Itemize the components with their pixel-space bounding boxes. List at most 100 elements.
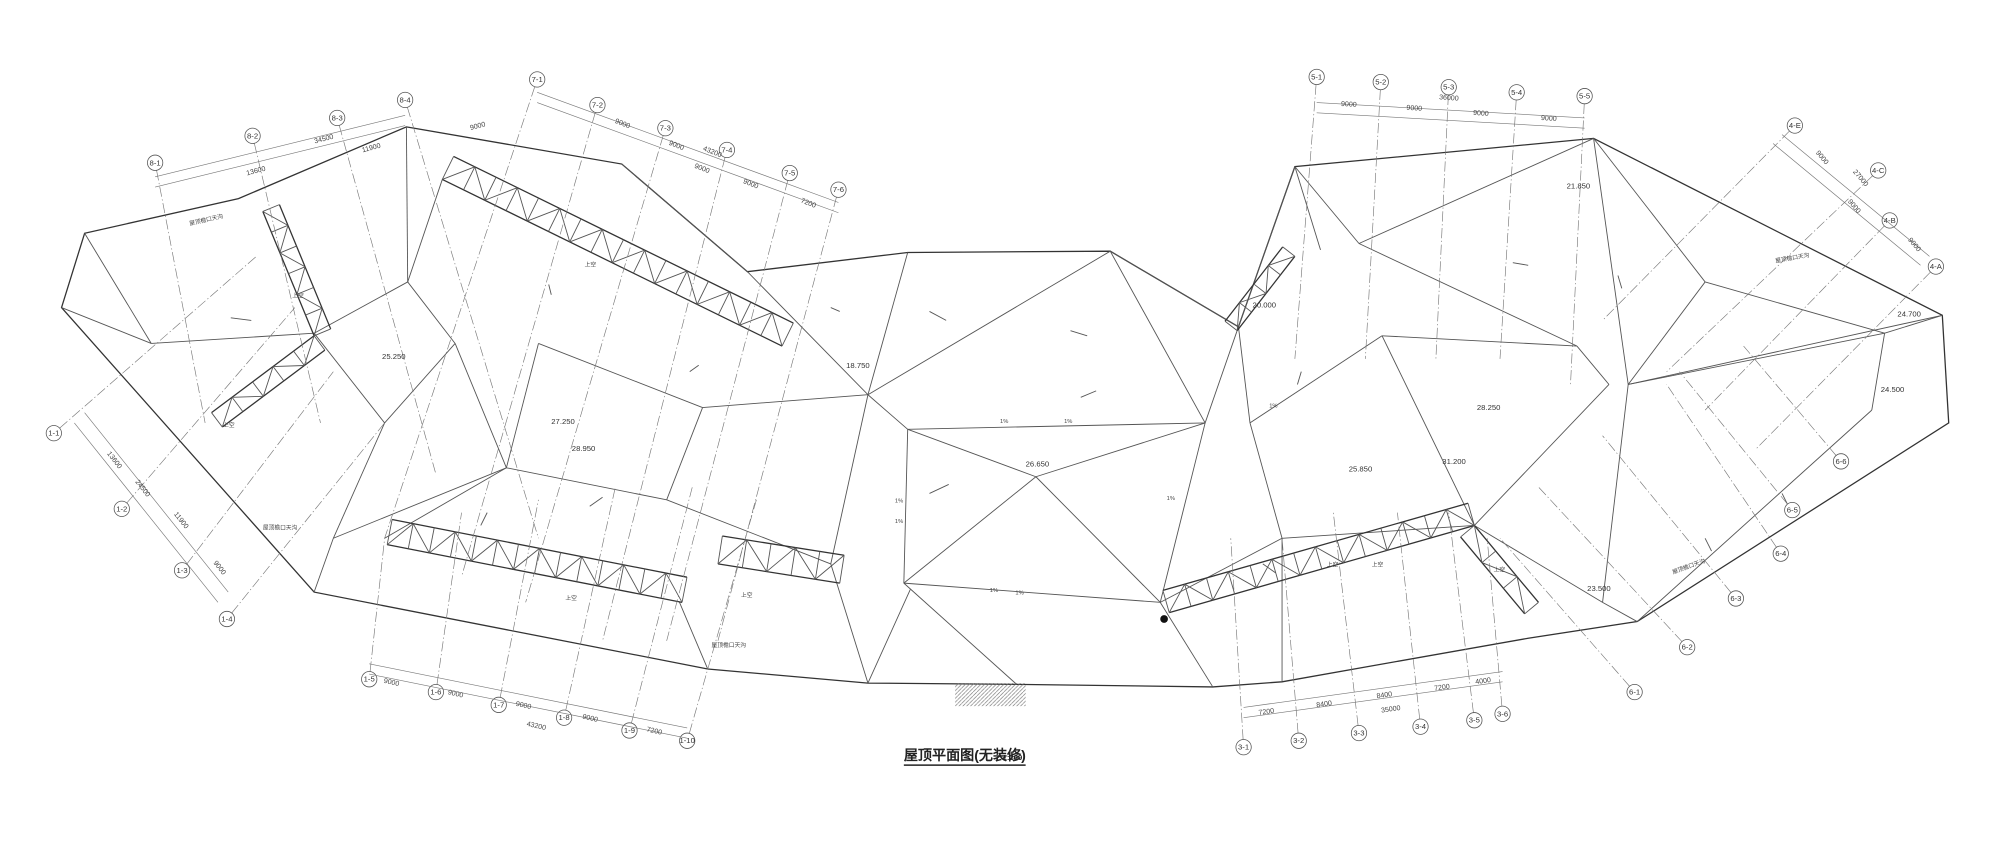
axis-label: 1-2 [116,504,127,513]
truss-post [1184,584,1192,607]
truss-diagonal [623,564,641,595]
roof-ridge-line [666,407,703,500]
truss-post [569,218,582,243]
axis-8-2: 8-2 [244,127,321,423]
axis-label: 1-4 [221,615,233,624]
truss-diagonal [766,547,796,572]
slope-label: 1% [895,519,903,525]
truss-post [696,281,709,305]
slope-labels: 1% 1% 1% 1% 1% 1% 1% 1% [895,404,1278,597]
axis-line [436,512,462,685]
void-note: 上空 [585,261,597,269]
truss-chord [221,349,326,428]
axis-line [565,486,616,711]
slope-arrow [1297,371,1302,385]
truss-post [386,519,393,545]
axis-bubble [657,120,674,137]
roof-ridge-line [666,499,831,565]
truss-post [618,564,625,591]
roof-ridge-line [1109,250,1206,424]
roof-ridge-line [333,467,507,539]
roof-ridge-line [1294,166,1321,251]
dimension-label: 9000 [447,689,464,699]
truss-diagonal [559,208,571,243]
axis-bubble [147,154,164,171]
roof-ridge-line [1474,525,1603,603]
roof-ridge-line [1576,345,1610,385]
truss-post [766,543,772,572]
truss-post [441,156,455,180]
axis-label: 5-3 [1443,83,1454,92]
axis-label: 1-9 [624,726,635,735]
truss-diagonal [279,252,306,268]
dimension-line [155,125,406,188]
dimension-label: 24500 [133,479,151,499]
dimension-line [155,115,406,178]
axis-line [1743,345,1837,456]
axis-label: 7-3 [660,124,671,133]
axis-line [717,197,837,641]
roof-ridge-line [1282,525,1475,539]
truss-chord [211,335,315,414]
dimension-label: 9000 [1341,101,1357,109]
truss-diagonal [262,366,274,397]
axis-label: 8-1 [150,158,161,167]
axis-label: 1-1 [48,429,59,438]
axis-line [59,256,257,429]
roof-ridge-line [332,422,386,539]
axis-5-1: 5-1 [1294,68,1325,359]
truss-diagonal [429,531,456,554]
axis-bubble [1727,590,1744,607]
truss-post [262,204,280,212]
axis-label: 8-4 [400,95,412,104]
roof-ridge-line [1628,314,1943,385]
truss-post [717,291,731,315]
truss-diagonal [795,547,816,580]
axis-label: 1-10 [679,736,694,745]
slope-label: 1% [1000,419,1008,425]
truss-post [839,555,845,584]
axis-8-1: 8-1 [147,154,206,423]
elevation-label: 21.850 [1567,181,1591,190]
axis-label: 1-8 [559,713,570,722]
truss-post [279,245,297,254]
axis-label: 6-3 [1730,594,1741,603]
truss-post [741,539,748,568]
truss-diagonal [412,523,430,554]
roof-ridge-line [151,332,315,344]
truss-diagonal [581,556,599,587]
dimension-label: 11900 [361,143,381,155]
axis-line [1602,435,1732,593]
void-note: 上空 [1494,566,1506,574]
truss-diagonal [442,166,475,180]
axis-1-7: 1-7 [490,499,539,713]
truss [262,204,332,337]
elevation-label: 31.200 [1442,457,1466,466]
roof-ridge-line [84,233,152,344]
roof-ridge-line [384,467,507,539]
axis-6-6: 6-6 [1743,345,1850,470]
axis-line [1756,271,1931,449]
truss-post [660,572,667,599]
roof-ridge-line [405,126,409,282]
truss-diagonal [639,572,667,595]
roof-ridge-line [1160,537,1283,603]
truss-post [271,224,289,233]
dimension-label: 8400 [1316,700,1333,709]
axis-3-1: 3-1 [1230,538,1252,756]
axis-7-1: 7-1 [384,71,546,539]
slope-label: 1% [895,498,903,504]
dimension-label: 8400 [1376,691,1393,700]
axis-bubble [1508,84,1525,101]
roof-ridge-line [506,467,667,501]
axis-bubble [1412,718,1429,735]
axis-bubble [1870,162,1887,179]
dimension-line [1243,681,1503,719]
truss-diagonal [717,539,747,565]
axis-label: 1-7 [493,700,504,709]
dimension-label: 9000 [383,678,400,688]
axis-line [1499,538,1630,687]
roof-ridge-line [1249,335,1383,424]
truss-post [1253,283,1267,294]
roof-ridge-line [1238,326,1251,423]
